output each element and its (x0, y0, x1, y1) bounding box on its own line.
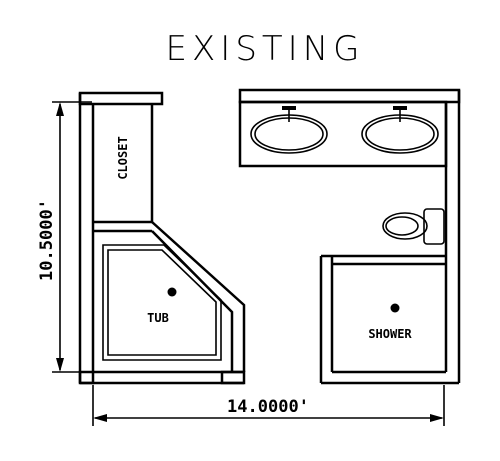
closet-label: CLOSET (116, 136, 130, 179)
faucet-right-icon (393, 106, 407, 110)
tub-partition (151, 221, 246, 372)
vertical-dimension (52, 101, 92, 373)
faucet-left-icon (282, 106, 296, 110)
sink-left (250, 106, 328, 154)
tub (102, 244, 222, 361)
horizontal-dimension-label: 14.0000' (227, 397, 309, 417)
vertical-dimension-label: 10.5000' (37, 199, 57, 281)
plan-title: EXISTING (166, 29, 365, 69)
shower-drain-icon (390, 303, 400, 313)
shower (319, 254, 446, 372)
horizontal-dimension (92, 385, 445, 426)
tub-label: TUB (147, 311, 169, 325)
tub-drain-icon (167, 287, 177, 297)
right-wing-walls (238, 88, 461, 385)
sink-right (361, 106, 439, 154)
toilet (382, 208, 445, 245)
vanity-counter (238, 100, 448, 168)
shower-label: SHOWER (368, 327, 412, 341)
left-wing-walls (78, 91, 246, 385)
closet (93, 104, 154, 233)
